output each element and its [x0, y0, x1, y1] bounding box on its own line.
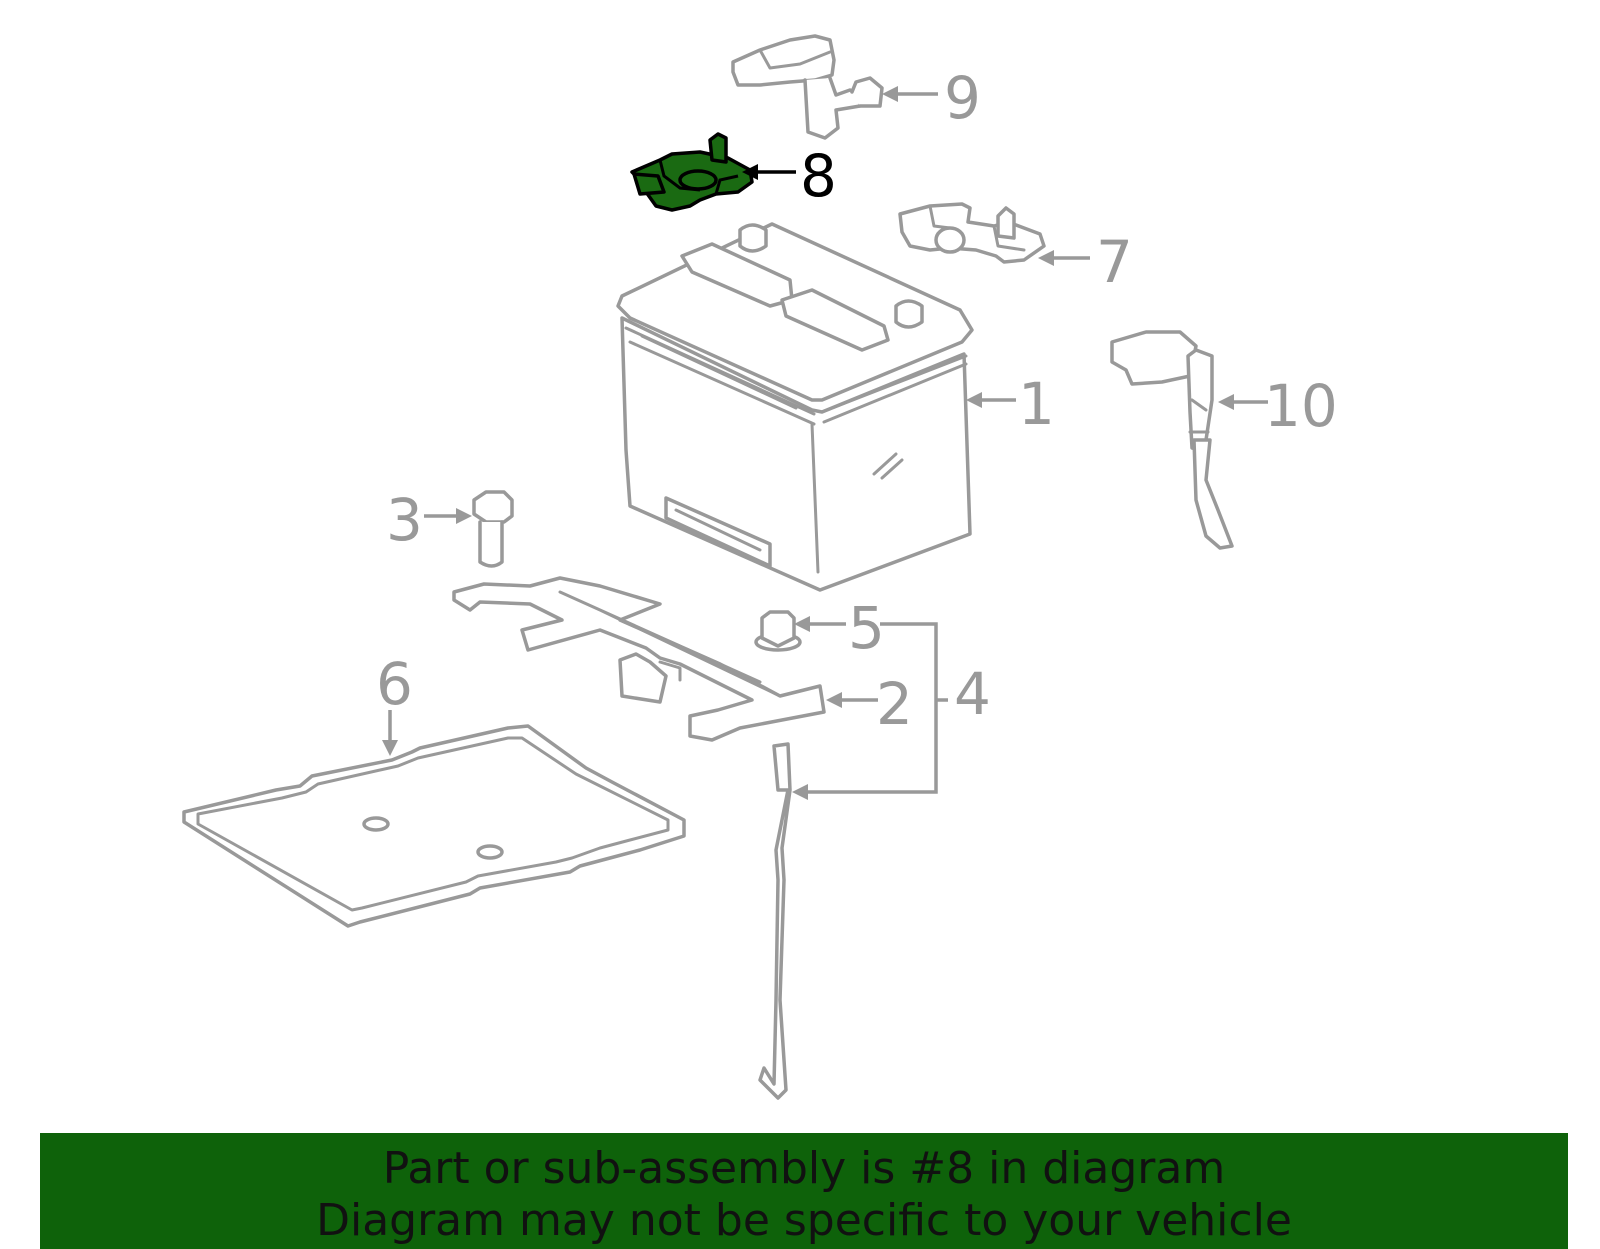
part-7-positive-terminal[interactable] [898, 202, 1046, 264]
part-3-bolt[interactable] [472, 490, 514, 568]
leader-lines [382, 86, 1268, 800]
banner-line-1: Part or sub-assembly is #8 in diagram [382, 1143, 1226, 1194]
part-8-battery-terminal[interactable] [630, 132, 754, 212]
callout-10: 10 [1264, 372, 1338, 440]
callout-8: 8 [800, 142, 837, 210]
part-9-terminal-cover[interactable] [731, 34, 884, 140]
part-6-battery-tray[interactable] [182, 724, 686, 928]
callout-5: 5 [848, 594, 885, 662]
info-banner: Part or sub-assembly is #8 in diagram Di… [40, 1133, 1568, 1249]
callout-9: 9 [944, 64, 981, 132]
part-1-battery[interactable] [616, 222, 974, 592]
part-4-rod[interactable] [758, 742, 792, 1100]
callout-3: 3 [386, 486, 423, 554]
callout-6: 6 [376, 650, 413, 718]
part-2-hold-down-bracket[interactable] [452, 576, 826, 742]
callout-1: 1 [1018, 370, 1055, 438]
part-10-negative-cable[interactable] [1110, 330, 1234, 550]
banner-line-2: Diagram may not be specific to your vehi… [316, 1195, 1292, 1246]
callout-7: 7 [1096, 228, 1133, 296]
part-5-nut[interactable] [754, 610, 802, 652]
callout-4: 4 [954, 660, 991, 728]
callout-2: 2 [876, 670, 913, 738]
